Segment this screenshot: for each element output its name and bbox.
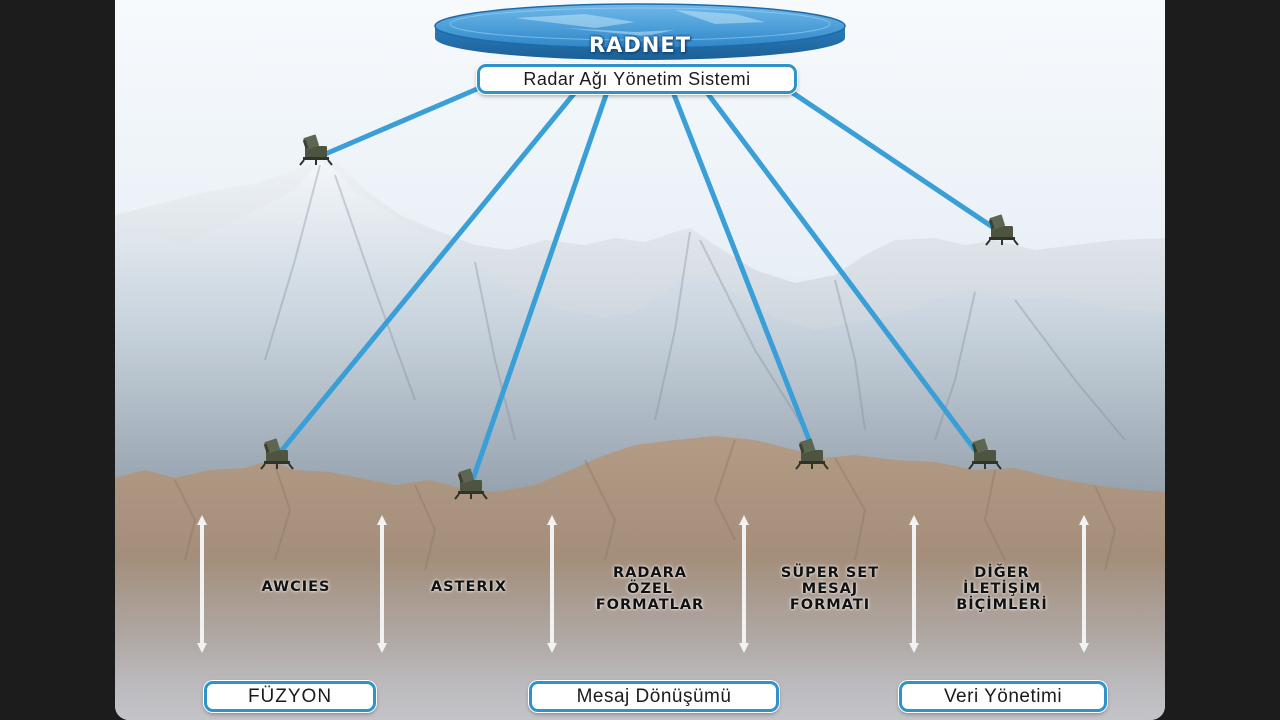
- link-radar-top-left: [313, 86, 480, 161]
- radar-hub-disc-icon: [434, 3, 846, 60]
- link-radar-2: [469, 89, 610, 485]
- format-label-line: ASTERIX: [430, 579, 508, 595]
- hub-title: RADNET: [588, 33, 692, 57]
- divider-arrows: [197, 515, 1089, 653]
- format-label-line: SÜPER SET: [780, 565, 880, 581]
- format-label-line: RADARA: [612, 565, 688, 581]
- format-label-diger: DİĞER İLETİŞİM BİÇİMLERİ: [934, 565, 1070, 613]
- veri-yonetimi-label: Veri Yönetimi: [899, 681, 1107, 712]
- format-label-radara: RADARA ÖZEL FORMATLAR: [582, 565, 718, 613]
- format-label-line: İLETİŞİM: [962, 581, 1042, 597]
- format-label-awcies: AWCIES: [246, 579, 346, 595]
- format-label-line: BİÇİMLERİ: [956, 597, 1048, 613]
- format-label-line: ÖZEL: [627, 581, 673, 597]
- link-radar-3: [670, 89, 816, 453]
- radar-links: [275, 86, 1003, 485]
- link-radar-4: [702, 87, 978, 453]
- format-label-line: FORMATI: [789, 597, 871, 613]
- snowy-mountain-range-front: [115, 160, 1165, 520]
- ridge-shading: [264, 164, 1126, 441]
- link-radar-top-right: [784, 86, 1003, 235]
- fuzyon-label: FÜZYON: [204, 681, 376, 712]
- mesaj-donusumu-label: Mesaj Dönüşümü: [529, 681, 779, 712]
- format-label-asterix: ASTERIX: [417, 579, 521, 595]
- format-label-line: AWCIES: [261, 579, 331, 595]
- hub-subtitle: Radar Ağı Yönetim Sistemi: [477, 64, 797, 94]
- rock-texture: [174, 439, 1117, 571]
- format-label-line: MESAJ: [801, 581, 859, 597]
- link-radar-1: [275, 87, 580, 458]
- format-label-super-set: SÜPER SET MESAJ FORMATI: [766, 565, 894, 613]
- format-label-line: FORMATLAR: [595, 597, 705, 613]
- format-label-line: DİĞER: [974, 565, 1030, 581]
